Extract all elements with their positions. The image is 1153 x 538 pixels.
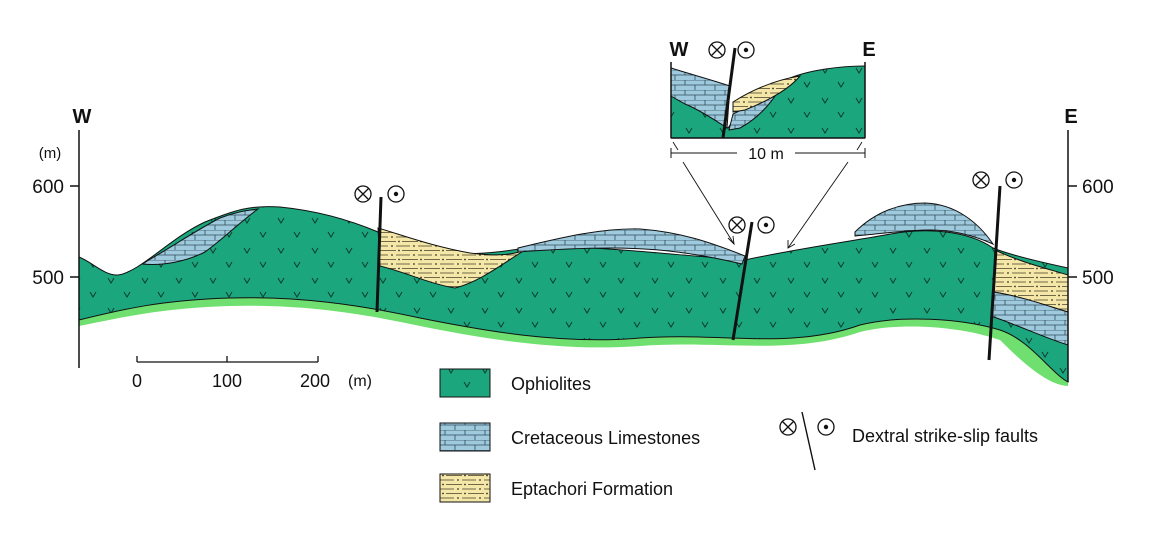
- legend-label-eptachori: Eptachori Formation: [511, 479, 673, 499]
- legend-label-limestones: Cretaceous Limestones: [511, 428, 700, 448]
- west-label: W: [73, 106, 92, 128]
- left-elevation-axis: W (m) 600 500: [32, 106, 92, 368]
- inset-limestone: [670, 67, 731, 129]
- fault-east: [987, 185, 1002, 361]
- inset-east-label: E: [862, 39, 875, 61]
- left-unit-label: (m): [39, 145, 62, 162]
- left-tick-500: 500: [32, 268, 64, 289]
- inset-eptachori: [732, 75, 802, 113]
- right-tick-600: 600: [1082, 177, 1114, 198]
- legend-swatch-ophiolites: [439, 368, 491, 398]
- legend-swatch-eptachori: [439, 473, 491, 503]
- legend-label-faults: Dextral strike-slip faults: [852, 426, 1038, 446]
- right-tick-500: 500: [1082, 268, 1114, 289]
- base-fringe: [79, 297, 1068, 386]
- legend-swatch-limestones: [439, 422, 491, 452]
- legend: Ophiolites Cretaceous Limestones Eptacho…: [439, 368, 1038, 503]
- horizontal-scale-bar: 0 100 200 (m): [132, 356, 372, 391]
- east-label: E: [1064, 106, 1077, 128]
- inset-fault-symbol: [708, 41, 755, 59]
- fault-east-symbol: [972, 171, 1023, 189]
- fault-central: [731, 221, 754, 341]
- ophiolite-unit: [78, 206, 1069, 383]
- legend-fault-symbol: [779, 411, 835, 471]
- fault-west-symbol: [354, 185, 405, 203]
- limestone-west: [140, 208, 260, 265]
- inset-leader-arrows: [672, 141, 863, 249]
- inset-width-label: 10 m: [748, 146, 784, 163]
- left-tick-600: 600: [32, 177, 64, 198]
- inset-west-label: W: [670, 39, 689, 61]
- inset-fault: [721, 47, 737, 139]
- right-elevation-axis: E 600 500: [1064, 106, 1114, 382]
- scale-tick-100: 100: [212, 371, 242, 391]
- fault-central-symbol: [728, 216, 775, 234]
- section-body: [78, 171, 1069, 386]
- legend-label-ophiolites: Ophiolites: [511, 374, 591, 394]
- scale-tick-200: 200: [300, 371, 330, 391]
- limestone-east: [854, 202, 995, 246]
- limestone-central: [517, 228, 746, 265]
- scale-unit-label: (m): [348, 373, 372, 390]
- scale-tick-0: 0: [132, 371, 142, 391]
- inset-detail: W E 10 m: [670, 39, 876, 249]
- fault-west: [375, 196, 383, 313]
